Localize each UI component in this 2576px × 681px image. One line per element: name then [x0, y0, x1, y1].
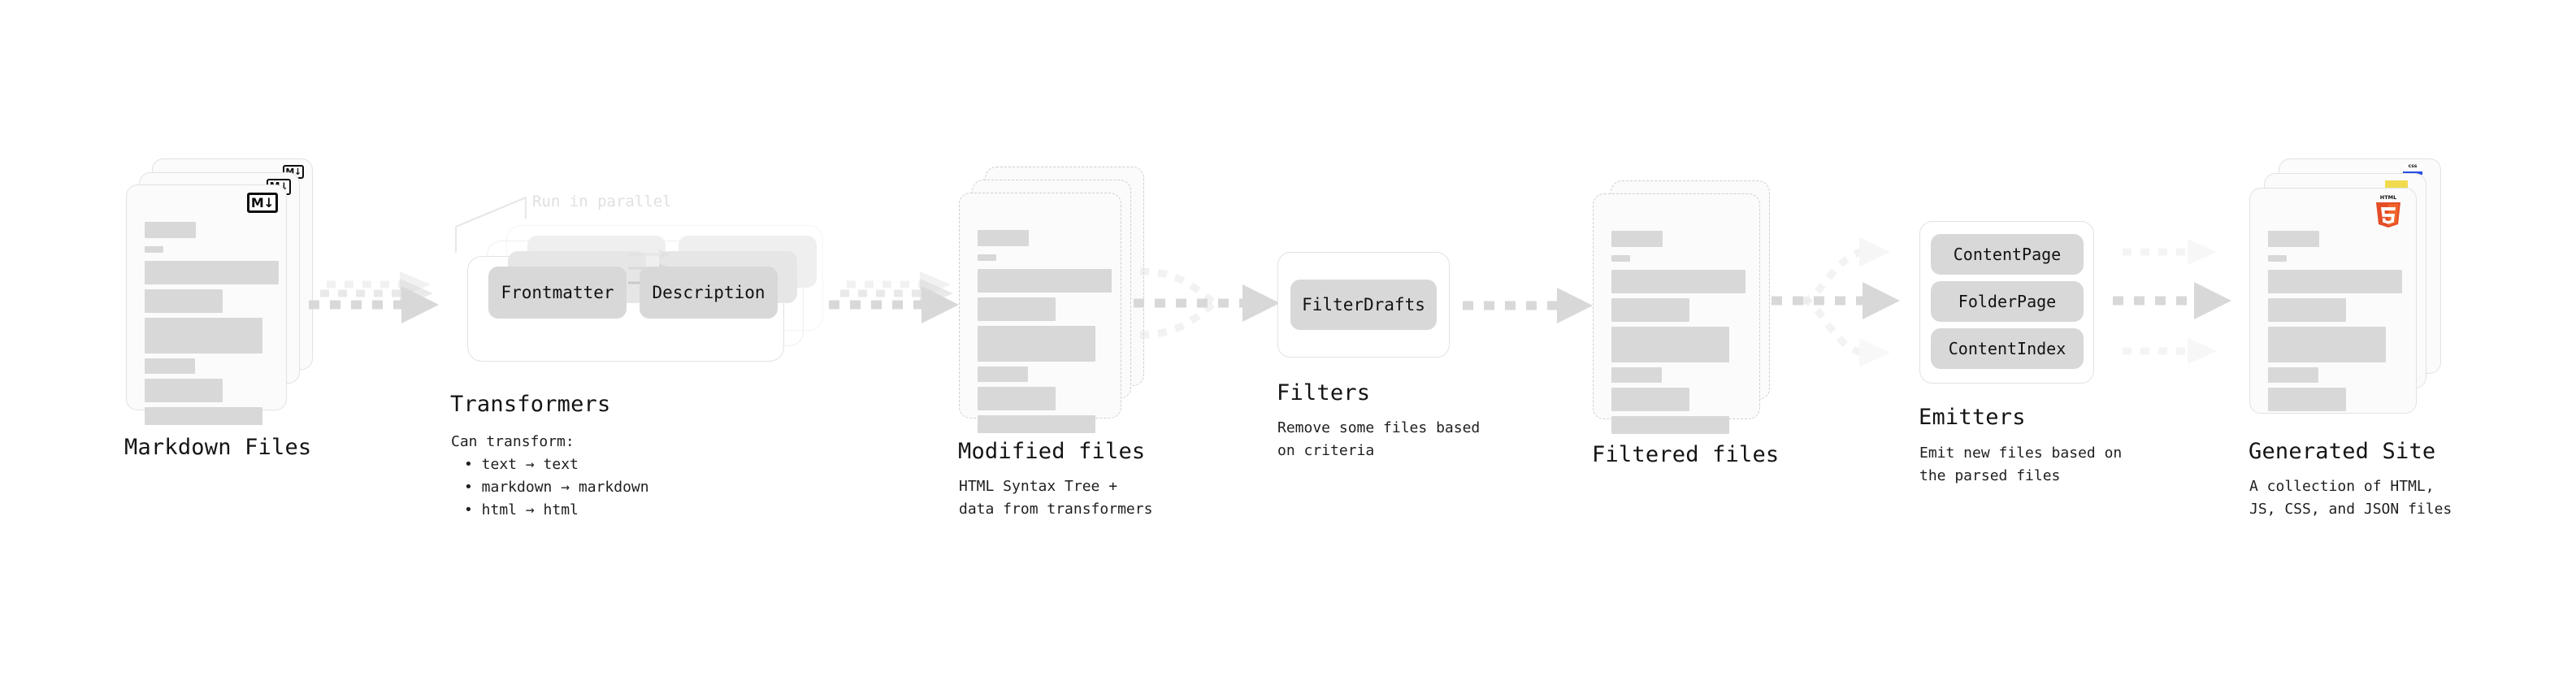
transformers-caption: Can transform: — [451, 433, 575, 450]
stage-emitters: ContentPage FolderPage ContentIndex Emit… — [1919, 221, 2163, 484]
skeleton-line — [2268, 231, 2319, 247]
emitters-caption: Emit new files based on the parsed files — [1919, 445, 2123, 484]
modified-card-front — [959, 193, 1121, 433]
svg-text:HTML: HTML — [2380, 194, 2396, 201]
skeleton-line — [1611, 416, 1729, 434]
skeleton-line — [2268, 270, 2402, 293]
stage-title-modified-files: Modified files — [958, 439, 1146, 464]
stage-title-markdown-files: Markdown Files — [124, 435, 312, 460]
skeleton-line — [978, 254, 996, 261]
skeleton-line — [1611, 255, 1630, 262]
filters-caption: Remove some files based on criteria — [1277, 419, 1481, 459]
skeleton-line — [2268, 255, 2287, 262]
transformer-pill-description[interactable]: Description — [640, 267, 778, 319]
connector-transformers-to-modified — [829, 268, 975, 341]
skeleton-line — [2268, 388, 2346, 411]
site-card-stack: css HTML — [2249, 158, 2469, 427]
skeleton-line — [978, 297, 1056, 321]
filtered-card-stack — [1593, 180, 1788, 440]
arrow-layer-front — [309, 286, 439, 323]
fanout-branch-mid — [1772, 282, 1900, 319]
skeleton-line — [145, 261, 279, 284]
stage-title-generated-site: Generated Site — [2249, 439, 2436, 464]
stage-generated-site: css HTML — [2249, 158, 2493, 518]
skeleton-line — [145, 246, 163, 253]
skeleton-line — [978, 326, 1095, 362]
skeleton-line — [1611, 270, 1746, 293]
fanout-branch-up — [1802, 237, 1890, 305]
connector-markdown-to-transformers — [309, 268, 455, 341]
skeleton-line — [1611, 298, 1689, 322]
stage-filters: FilterDrafts Filters Remove some files b… — [1277, 252, 1505, 496]
filters-pill-filterdrafts[interactable]: FilterDrafts — [1290, 280, 1437, 330]
skeleton-line — [1611, 367, 1662, 383]
skeleton-line — [978, 230, 1029, 246]
skeleton-line — [1611, 388, 1689, 411]
transformers-item-2: • html → html — [464, 501, 579, 518]
skeleton-line — [978, 415, 1095, 433]
skeleton-line — [145, 379, 223, 402]
site-arrow-top — [2123, 239, 2217, 265]
stage-title-filtered-files: Filtered files — [1592, 442, 1780, 467]
stage-title-transformers: Transformers — [450, 392, 611, 417]
markdown-badge-front: M↓ — [247, 193, 278, 213]
skeleton-line — [1611, 327, 1729, 362]
skeleton-line — [2268, 367, 2318, 383]
stage-modified-files: Modified files HTML Syntax Tree + data f… — [958, 167, 1170, 518]
connector-emitters-to-site — [2113, 229, 2275, 375]
transformers-item-0: • text → text — [464, 456, 579, 473]
skeleton-line — [978, 269, 1112, 293]
skeleton-line — [978, 387, 1056, 410]
html5-icon: HTML — [2374, 193, 2403, 228]
fanout-branch-down — [1802, 297, 1890, 367]
generated-site-caption: A collection of HTML, JS, CSS, and JSON … — [2249, 478, 2452, 518]
skeleton-line — [145, 358, 195, 374]
site-arrow-mid — [2113, 282, 2231, 319]
skeleton-line — [2268, 298, 2346, 322]
transformer-pill-frontmatter[interactable]: Frontmatter — [488, 267, 627, 319]
site-arrow-bottom — [2123, 338, 2217, 364]
skeleton-line — [145, 318, 262, 354]
connector-filters-to-filtered — [1463, 283, 1609, 332]
parallel-note: Run in parallel — [532, 193, 672, 210]
emitter-pill-contentindex[interactable]: ContentIndex — [1931, 328, 2084, 369]
transformers-item-1: • markdown → markdown — [464, 479, 649, 496]
skeleton-line — [1611, 231, 1663, 247]
site-card-front-html: HTML — [2249, 188, 2417, 414]
stage-filtered-files: Filtered files — [1592, 180, 1804, 489]
stage-title-emitters: Emitters — [1919, 405, 2026, 430]
css-icon-label: css — [2408, 163, 2418, 169]
stage-title-filters: Filters — [1277, 380, 1371, 406]
modified-files-caption: HTML Syntax Tree + data from transformer… — [959, 478, 1153, 518]
skeleton-line — [145, 289, 223, 313]
connector-modified-to-filters — [1134, 258, 1296, 348]
stage-markdown-files: M↓ M↓ M↓ Markdown Files — [124, 158, 337, 467]
emitter-pill-contentpage[interactable]: ContentPage — [1931, 234, 2084, 275]
skeleton-line — [145, 407, 262, 425]
markdown-card-front: M↓ — [126, 184, 287, 425]
stage-transformers: Run in parallel Frontmatt — [450, 187, 874, 518]
modified-card-stack — [959, 167, 1154, 435]
emitter-pill-folderpage[interactable]: FolderPage — [1931, 281, 2084, 322]
skeleton-line — [978, 367, 1028, 382]
parallel-leader-line — [454, 196, 527, 253]
skeleton-line — [2268, 327, 2386, 362]
filtered-card-front — [1593, 193, 1760, 434]
connector-filtered-to-emitters — [1772, 229, 1950, 375]
skeleton-line — [145, 222, 196, 238]
markdown-card-stack: M↓ M↓ M↓ — [126, 158, 337, 425]
